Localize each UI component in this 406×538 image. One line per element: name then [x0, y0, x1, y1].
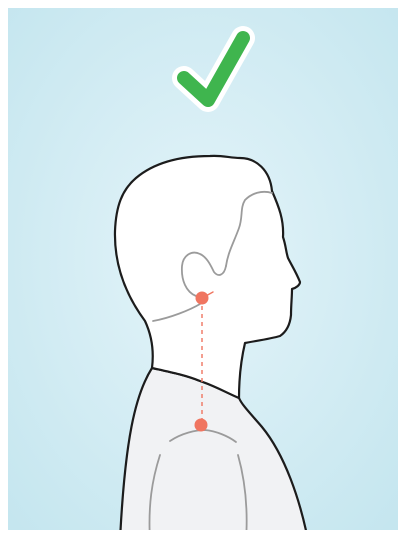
ear-marker-dot	[196, 292, 209, 305]
shoulder-marker-dot	[195, 419, 208, 432]
posture-illustration	[8, 8, 398, 530]
